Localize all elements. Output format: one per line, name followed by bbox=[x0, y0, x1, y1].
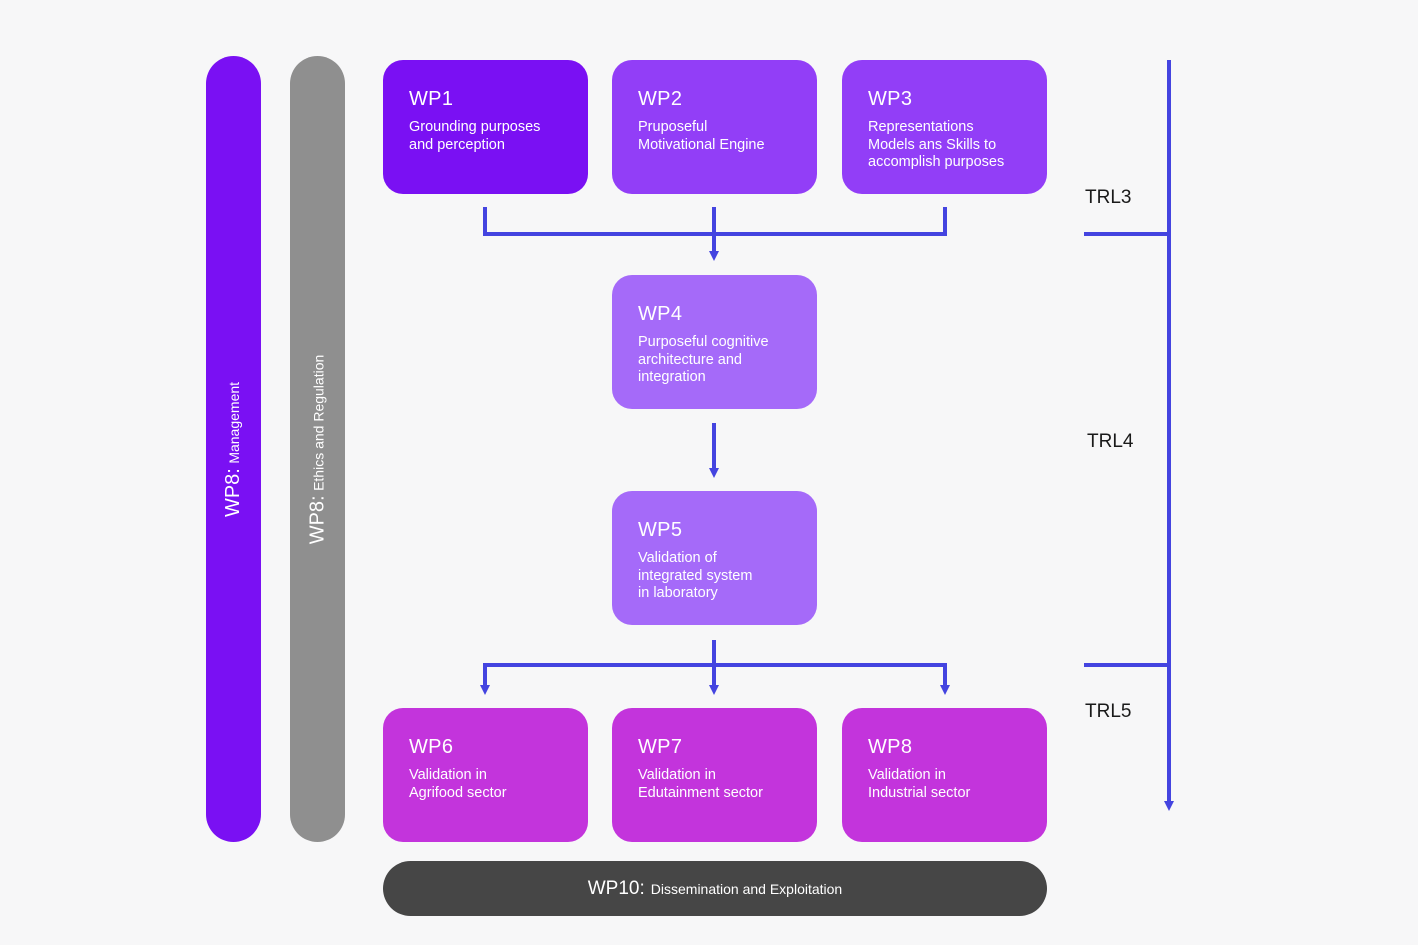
wp3-text: Representations Models ans Skills to acc… bbox=[868, 119, 1005, 170]
wp8-text: Validation in Industrial sector bbox=[868, 767, 971, 801]
wp3-box: WP3 Representations Models ans Skills to… bbox=[842, 60, 1047, 194]
wp6-title: WP6 bbox=[409, 736, 454, 758]
wp5-title: WP5 bbox=[638, 519, 683, 541]
wp7-title: WP7 bbox=[638, 736, 683, 758]
wp4-text: Purposeful cognitive architecture and in… bbox=[638, 334, 769, 385]
wp1-text: Grounding purposes and perception bbox=[409, 119, 541, 153]
trl4-label: TRL4 bbox=[1087, 431, 1134, 452]
wp1-title: WP1 bbox=[409, 88, 454, 110]
management-bar: WP8: Management bbox=[206, 56, 261, 842]
wp6-box: WP6 Validation in Agrifood sector bbox=[383, 708, 588, 842]
wp2-title: WP2 bbox=[638, 88, 683, 110]
wp7-box: WP7 Validation in Edutainment sector bbox=[612, 708, 817, 842]
trl5-label: TRL5 bbox=[1085, 701, 1132, 722]
wp6-text: Validation in Agrifood sector bbox=[409, 767, 507, 801]
wp1-box: WP1 Grounding purposes and perception bbox=[383, 60, 588, 194]
wp5-box: WP5 Validation of integrated system in l… bbox=[612, 491, 817, 625]
trl3-label: TRL3 bbox=[1085, 187, 1132, 208]
wp4-box: WP4 Purposeful cognitive architecture an… bbox=[612, 275, 817, 409]
wp2-text: Pruposeful Motivational Engine bbox=[638, 119, 765, 153]
wp4-title: WP4 bbox=[638, 303, 683, 325]
wp8-box: WP8 Validation in Industrial sector bbox=[842, 708, 1047, 842]
wp7-text: Validation in Edutainment sector bbox=[638, 767, 763, 801]
dissemination-bar: WP10: Dissemination and Exploitation bbox=[383, 861, 1047, 916]
dissemination-desc: Dissemination and Exploitation bbox=[650, 880, 843, 897]
wp5-text: Validation of integrated system in labor… bbox=[638, 550, 753, 601]
wp3-title: WP3 bbox=[868, 88, 913, 110]
wp8-title: WP8 bbox=[868, 736, 913, 758]
wp2-box: WP2 Pruposeful Motivational Engine bbox=[612, 60, 817, 194]
dissemination-code: WP10: bbox=[587, 877, 645, 899]
ethics-bar: WP8: Ethics and Regulation bbox=[290, 56, 345, 842]
